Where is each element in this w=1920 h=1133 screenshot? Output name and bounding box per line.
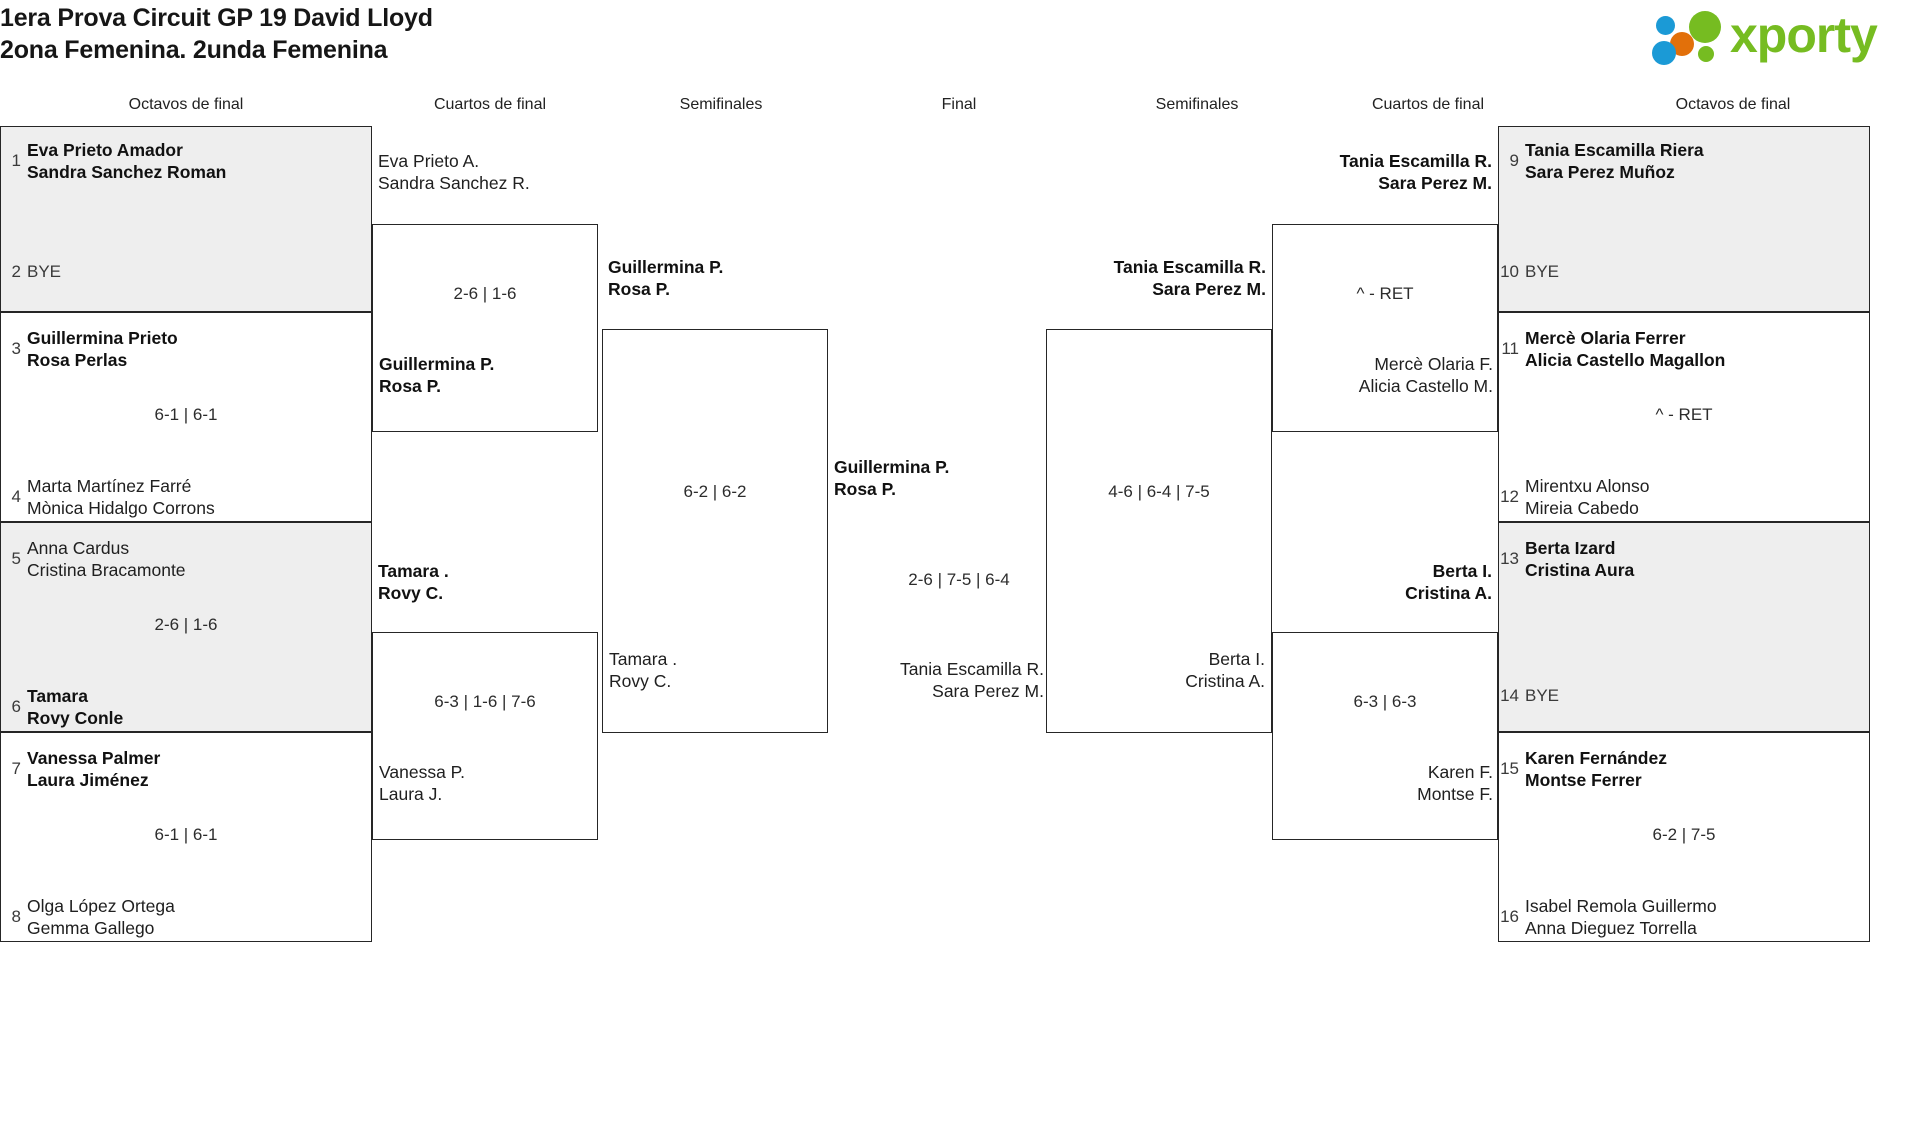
match-score: 6-3 | 6-3 [1353, 692, 1417, 711]
match-score: 6-3 | 1-6 | 7-6 [434, 692, 536, 711]
seed-number: 6 [11, 697, 21, 716]
match-left-qf-1[interactable]: 2-6 | 1-6 Guillermina P. Rosa P. [372, 224, 598, 432]
seed-number: 7 [11, 759, 21, 778]
player-pair-bottom: Marta Martínez Farré Mònica Hidalgo Corr… [27, 476, 215, 518]
seed-number: 10 [1500, 262, 1519, 281]
bye-label: BYE [1525, 686, 1560, 705]
player-pair-top: Anna Cardus Cristina Bracamonte [27, 538, 186, 580]
player-pair-bottom: Tamara Rovy Conle [27, 686, 124, 728]
match-score: 6-1 | 6-1 [154, 825, 218, 844]
seed-number: 12 [1500, 487, 1519, 506]
match-score: 2-6 | 1-6 [154, 615, 218, 634]
match-right-qf-2[interactable]: 6-3 | 6-3 Karen F. Montse F. [1272, 632, 1498, 840]
match-score: 6-2 | 7-5 [1652, 825, 1716, 844]
logo-dot-green-large [1689, 11, 1721, 43]
seed-number: 13 [1500, 549, 1519, 568]
player-pair-top: Mercè Olaria Ferrer Alicia Castello Maga… [1525, 328, 1726, 370]
qf-right-1-entrant-top: Tania Escamilla R. Sara Perez M. [1339, 151, 1492, 193]
qf-right-2-entrant-bottom: Karen F. Montse F. [1417, 762, 1493, 804]
match-right-sf-1[interactable]: 4-6 | 6-4 | 7-5 Berta I. Cristina A. [1046, 329, 1272, 733]
logo-dot-blue-small [1656, 16, 1675, 35]
seed-number: 2 [11, 262, 21, 281]
bye-label: BYE [1525, 262, 1560, 281]
seed-number: 8 [11, 907, 21, 926]
seed-number: 1 [11, 151, 21, 170]
match-right-r16-3[interactable]: 13 Berta Izard Cristina Aura 14 BYE [1498, 522, 1870, 732]
seed-number: 3 [11, 339, 21, 358]
player-pair-bottom: Olga López Ortega Gemma Gallego [27, 896, 175, 938]
round-header-left-r16: Octavos de final [128, 96, 244, 113]
title-line-1: 1era Prova Circuit GP 19 David Lloyd [0, 4, 433, 32]
seed-number: 15 [1500, 759, 1519, 778]
match-score: 6-2 | 6-2 [683, 482, 747, 501]
logo-dot-green-small [1698, 46, 1714, 62]
match-right-r16-1[interactable]: 9 Tania Escamilla Riera Sara Perez Muñoz… [1498, 126, 1870, 312]
match-left-sf-1[interactable]: 6-2 | 6-2 Tamara . Rovy C. [602, 329, 828, 733]
match-score: 2-6 | 1-6 [453, 284, 517, 303]
match-score: ^ - RET [1655, 405, 1713, 424]
match-left-r16-4[interactable]: 7 Vanessa Palmer Laura Jiménez 6-1 | 6-1… [0, 732, 372, 942]
qf-right-2-entrant-top: Berta I. Cristina A. [1405, 561, 1492, 603]
match-right-r16-2[interactable]: 11 Mercè Olaria Ferrer Alicia Castello M… [1498, 312, 1870, 522]
match-right-qf-1[interactable]: ^ - RET Mercè Olaria F. Alicia Castello … [1272, 224, 1498, 432]
round-header-right-sf: Semifinales [1155, 96, 1239, 113]
qf-left-1-entrant-bottom: Guillermina P. Rosa P. [379, 354, 495, 396]
player-pair-bottom: Mirentxu Alonso Mireia Cabedo [1525, 476, 1650, 518]
match-score: 4-6 | 6-4 | 7-5 [1108, 482, 1210, 501]
sf-left-entrant-top: Guillermina P. Rosa P. [608, 257, 724, 299]
seed-number: 14 [1500, 686, 1519, 705]
seed-number: 4 [11, 487, 21, 506]
logo-dots-icon [1648, 8, 1740, 65]
player-pair-top: Tania Escamilla Riera Sara Perez Muñoz [1525, 140, 1704, 182]
title-line-2: 2ona Femenina. 2unda Femenina [0, 36, 388, 64]
seed-number: 16 [1500, 907, 1519, 926]
round-header-final: Final [941, 96, 977, 113]
match-left-r16-1[interactable]: 1 Eva Prieto Amador Sandra Sanchez Roman… [0, 126, 372, 312]
match-score: 6-1 | 6-1 [154, 405, 218, 424]
seed-number: 11 [1501, 339, 1519, 358]
xporty-logo: xporty [1648, 6, 1906, 65]
player-pair-top: Karen Fernández Montse Ferrer [1525, 748, 1667, 790]
final-entrant-bottom: Tania Escamilla R. Sara Perez M. [900, 659, 1044, 701]
seed-number: 9 [1509, 151, 1519, 170]
seed-number: 5 [11, 549, 21, 568]
player-pair-top: Berta Izard Cristina Aura [1525, 538, 1635, 580]
qf-left-1-entrant-top: Eva Prieto A. Sandra Sanchez R. [378, 151, 530, 193]
bye-label: BYE [27, 262, 62, 281]
final-score: 2-6 | 7-5 | 6-4 [908, 570, 1010, 589]
logo-dot-blue-large [1652, 41, 1676, 65]
sf-right-entrant-bottom: Berta I. Cristina A. [1185, 649, 1265, 691]
qf-right-1-entrant-bottom: Mercè Olaria F. Alicia Castello M. [1358, 354, 1493, 396]
sf-right-entrant-top: Tania Escamilla R. Sara Perez M. [1113, 257, 1266, 299]
player-pair-bottom: Isabel Remola Guillermo Anna Dieguez Tor… [1525, 896, 1717, 938]
match-score: ^ - RET [1356, 284, 1414, 303]
round-header-left-qf: Cuartos de final [433, 96, 547, 113]
match-right-r16-4[interactable]: 15 Karen Fernández Montse Ferrer 6-2 | 7… [1498, 732, 1870, 942]
round-header-right-qf: Cuartos de final [1371, 96, 1485, 113]
player-pair-top: Guillermina Prieto Rosa Perlas [27, 328, 178, 370]
logo-wordmark: xporty [1730, 7, 1878, 63]
qf-left-2-entrant-bottom: Vanessa P. Laura J. [379, 762, 465, 804]
round-header-left-sf: Semifinales [679, 96, 763, 113]
player-pair-top: Vanessa Palmer Laura Jiménez [27, 748, 161, 790]
round-header-right-r16: Octavos de final [1675, 96, 1791, 113]
match-left-qf-2[interactable]: 6-3 | 1-6 | 7-6 Vanessa P. Laura J. [372, 632, 598, 840]
match-left-r16-2[interactable]: 3 Guillermina Prieto Rosa Perlas 6-1 | 6… [0, 312, 372, 522]
sf-left-entrant-bottom: Tamara . Rovy C. [609, 649, 678, 691]
final-entrant-top: Guillermina P. Rosa P. [834, 457, 950, 499]
qf-left-2-entrant-top: Tamara . Rovy C. [378, 561, 449, 603]
page-title: 1era Prova Circuit GP 19 David Lloyd 2on… [0, 2, 433, 66]
player-pair-top: Eva Prieto Amador Sandra Sanchez Roman [27, 140, 227, 182]
match-left-r16-3[interactable]: 5 Anna Cardus Cristina Bracamonte 2-6 | … [0, 522, 372, 732]
